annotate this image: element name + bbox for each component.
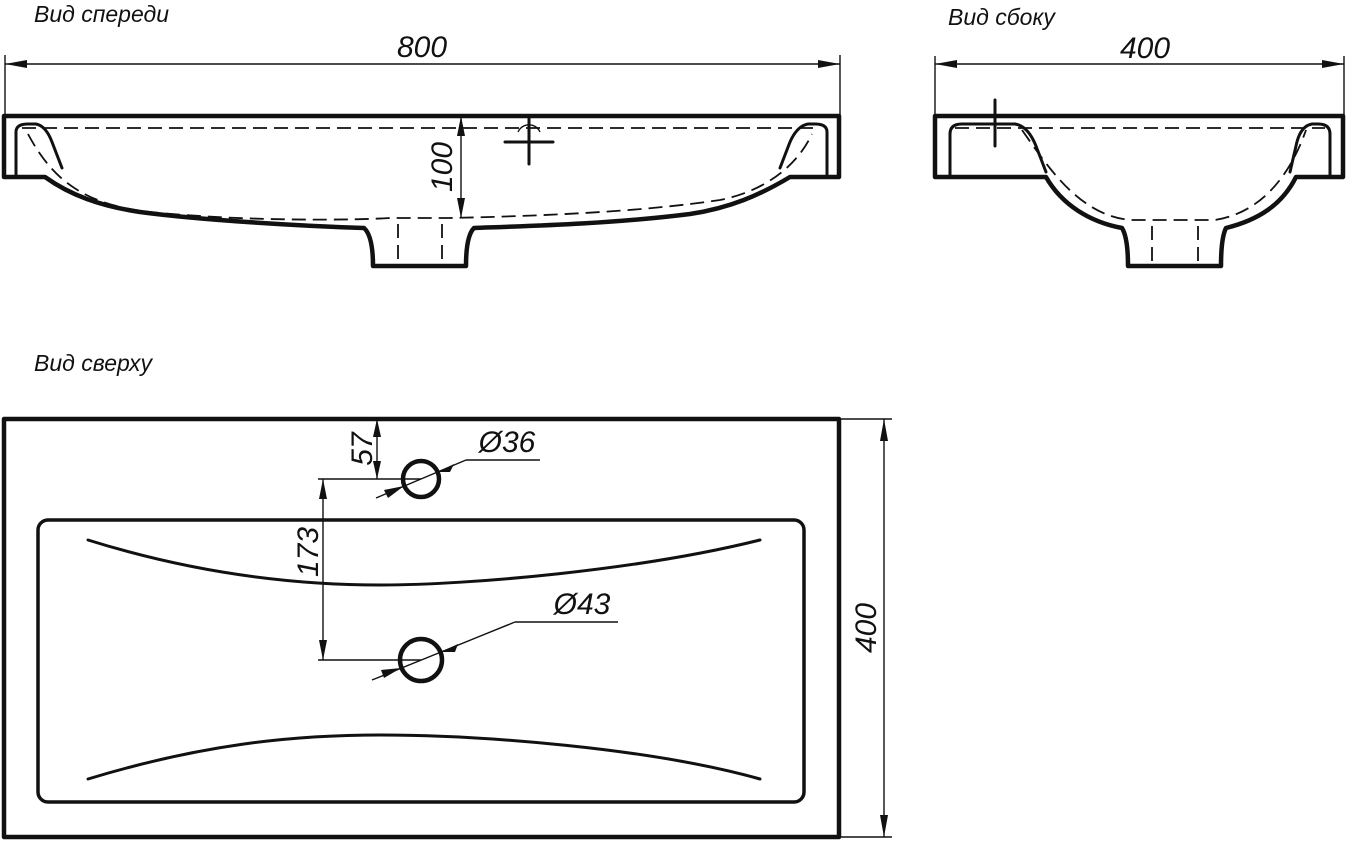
faucet-hole-callout: Ø36 bbox=[375, 426, 540, 499]
front-rim-right bbox=[778, 122, 829, 179]
faucet-hole-label: Ø36 bbox=[478, 426, 536, 459]
top-view-title: Вид сверху bbox=[34, 350, 154, 376]
front-view: Вид спереди 800 1 bbox=[1, 1, 842, 269]
faucet-offset-label: 57 bbox=[346, 431, 379, 466]
hole-spacing-dimension: 173 bbox=[292, 479, 421, 661]
faucet-offset-dimension: 57 bbox=[318, 419, 421, 480]
side-rim-left bbox=[948, 122, 1048, 179]
top-height-dimension: 400 bbox=[839, 418, 892, 838]
front-view-title: Вид спереди bbox=[34, 1, 169, 27]
front-depth-dimension: 100 bbox=[426, 116, 465, 218]
drain-hole-label: Ø43 bbox=[553, 588, 611, 621]
front-rim-left bbox=[14, 122, 64, 179]
top-view: Вид сверху 57 173 bbox=[1, 350, 892, 840]
side-body-outline bbox=[932, 113, 1346, 269]
top-height-label: 400 bbox=[850, 603, 883, 653]
front-body-outline bbox=[1, 113, 842, 269]
top-bowl-curve-upper bbox=[86, 538, 762, 587]
top-bowl-curve-lower bbox=[86, 733, 762, 781]
drain-hole-callout: Ø43 bbox=[371, 588, 618, 681]
top-outer-outline bbox=[1, 416, 842, 840]
front-depth-label: 100 bbox=[426, 142, 459, 192]
side-width-label: 400 bbox=[1120, 32, 1170, 65]
front-faucet-symbol bbox=[503, 116, 555, 166]
side-hidden-bowl bbox=[1021, 129, 1307, 221]
side-rim-right bbox=[1288, 122, 1332, 179]
hole-spacing-label: 173 bbox=[292, 527, 325, 577]
front-width-dimension: 800 bbox=[4, 31, 841, 116]
front-width-label: 800 bbox=[397, 31, 447, 64]
top-bowl-outline bbox=[36, 518, 806, 804]
side-view-title: Вид сбоку bbox=[948, 4, 1056, 30]
side-width-dimension: 400 bbox=[934, 32, 1345, 116]
front-hidden-bowl bbox=[27, 133, 813, 221]
side-view: Вид сбоку 400 bbox=[932, 4, 1346, 269]
